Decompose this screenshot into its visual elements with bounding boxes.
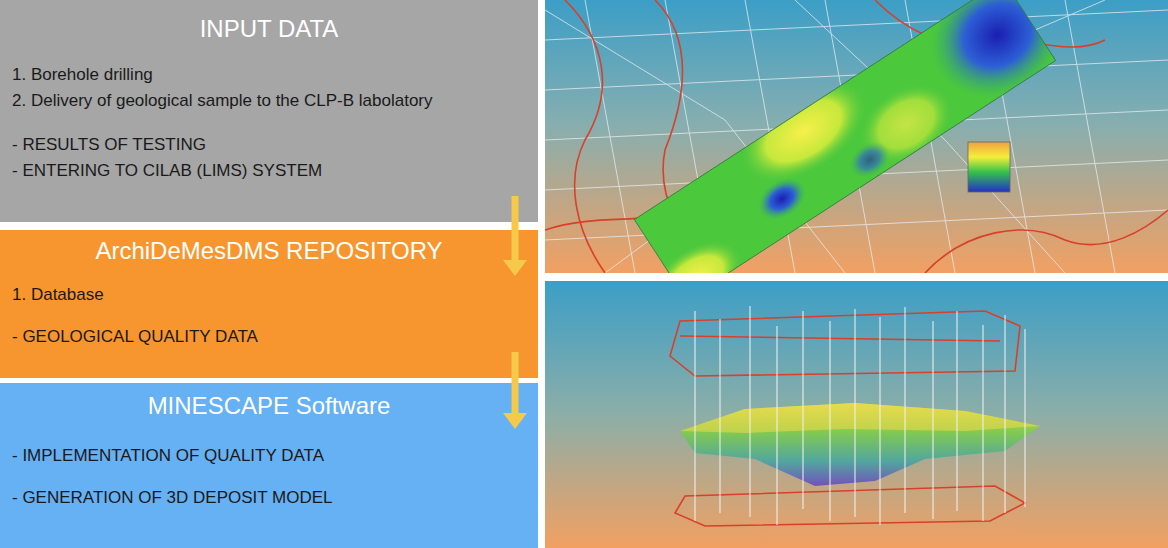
deposit-model-illustration — [545, 281, 1168, 548]
panel-heading: MINESCAPE Software — [12, 391, 526, 421]
panel-heading: ArchiDeMesDMS REPOSITORY — [12, 236, 526, 266]
panel-item: - IMPLEMENTATION OF QUALITY DATA — [12, 445, 526, 467]
panel-item: - RESULTS OF TESTING — [12, 134, 526, 156]
quality-strip — [597, 0, 1094, 273]
color-scale — [968, 142, 1010, 192]
model-ground — [545, 281, 1168, 548]
panel-item: - GEOLOGICAL QUALITY DATA — [12, 326, 526, 348]
repository-panel: ArchiDeMesDMS REPOSITORY 1. Database - GEO… — [0, 230, 538, 378]
panel-item: - ENTERING TO CILAB (LIMS) SYSTEM — [12, 160, 526, 182]
deposit-layer — [680, 403, 1040, 486]
panel-item: 2. Delivery of geological sample to the … — [12, 90, 526, 112]
panel-item: 1. Borehole drilling — [12, 64, 526, 86]
software-panel: MINESCAPE Software - IMPLEMENTATION OF QU… — [0, 383, 538, 548]
panel-item: - GENERATION OF 3D DEPOSIT MODEL — [12, 487, 526, 509]
panel-item: 1. Database — [12, 284, 526, 306]
input-panel: INPUT DATA 1. Borehole drilling 2. Deliver… — [0, 0, 538, 222]
borehole-lines — [695, 306, 1025, 525]
deposit-layer-top — [680, 403, 1040, 433]
panel-heading: INPUT DATA — [12, 14, 526, 44]
contour-map-illustration — [545, 0, 1168, 273]
